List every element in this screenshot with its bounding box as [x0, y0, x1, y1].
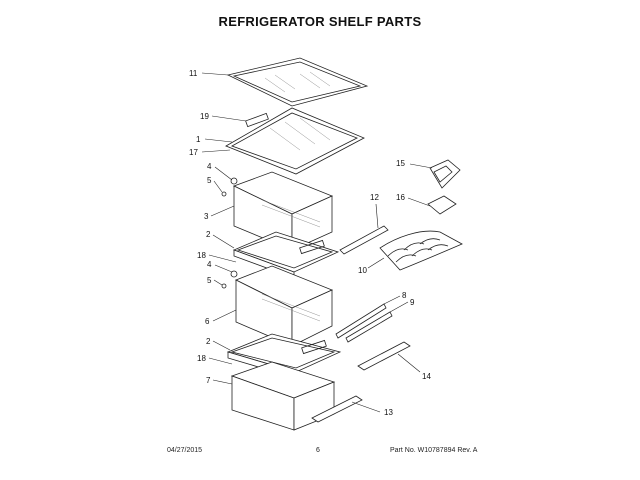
callout-2-upper: 2	[206, 230, 211, 239]
glass-shelf-1[interactable]	[225, 107, 365, 175]
crisper-drawer-6[interactable]	[235, 265, 334, 347]
glass-shelf-11[interactable]	[226, 57, 369, 107]
rail-9[interactable]	[345, 311, 393, 343]
callout-15: 15	[396, 159, 405, 168]
callout-7: 7	[206, 376, 211, 385]
callout-17: 17	[189, 148, 198, 157]
callout-18-lower: 18	[197, 354, 206, 363]
footer-page-number: 6	[316, 447, 320, 454]
callout-2-lower: 2	[206, 337, 211, 346]
callout-13: 13	[384, 408, 393, 417]
callout-10: 10	[358, 266, 367, 275]
diagram-title: REFRIGERATOR SHELF PARTS	[218, 14, 422, 29]
callout-4-lower: 4	[207, 260, 212, 269]
callout-8: 8	[402, 291, 407, 300]
rail-8[interactable]	[335, 303, 387, 339]
rail-13[interactable]	[311, 395, 363, 423]
shelf-trim-19[interactable]	[245, 112, 269, 128]
callout-19: 19	[200, 112, 209, 121]
callout-12: 12	[370, 193, 379, 202]
footer-part-number: Part No. W10787894 Rev. A	[390, 447, 478, 454]
callout-6: 6	[205, 317, 210, 326]
wine-rack-10[interactable]	[379, 230, 463, 271]
rail-12[interactable]	[339, 225, 389, 255]
callout-5-upper: 5	[207, 176, 212, 185]
callout-18-upper: 18	[197, 251, 206, 260]
footer-date: 04/27/2015	[167, 447, 203, 454]
storage-bin-15[interactable]	[429, 159, 461, 189]
callout-9: 9	[410, 298, 415, 307]
crisper-cover-2-upper[interactable]	[232, 231, 340, 279]
tray-16[interactable]	[427, 195, 457, 215]
callout-5-lower: 5	[207, 276, 212, 285]
callout-16: 16	[396, 193, 405, 202]
callout-3: 3	[204, 212, 209, 221]
callout-14: 14	[422, 372, 431, 381]
rail-14[interactable]	[357, 341, 411, 371]
callout-1: 1	[196, 135, 201, 144]
callout-11: 11	[189, 69, 198, 78]
callout-4-upper: 4	[207, 162, 212, 171]
